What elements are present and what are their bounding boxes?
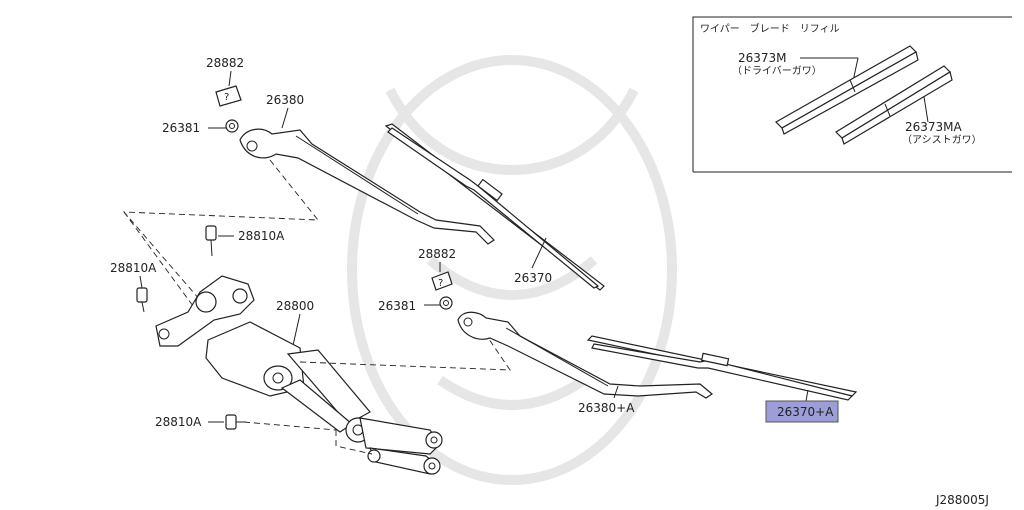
refill-driver-note: （ドライバーガワ） — [732, 65, 822, 77]
motor-linkage-label: 28800 — [276, 299, 314, 313]
wiper-blade-assist — [586, 335, 858, 401]
cap-lower: 28882 ? — [418, 247, 456, 291]
cap-lower-label: 28882 — [418, 247, 456, 261]
blade-assist-highlight — [765, 400, 839, 423]
nut-upper-label: 26381 — [162, 121, 200, 135]
refill-title: ワイパー ブレード リフィル — [700, 22, 840, 35]
reference-lines-lower — [243, 325, 511, 455]
bolt-left-label: 28810A — [110, 261, 157, 275]
wiper-blade-driver: 26370 — [384, 123, 605, 291]
reference-lines-upper — [122, 159, 319, 311]
blade-assist-label: 26370+A — [777, 405, 834, 419]
bolt-lower-label: 28810A — [155, 415, 202, 429]
diagram-code: J288005J — [935, 493, 989, 507]
refill-strip-assist — [835, 65, 953, 145]
bolt-upper: 28810A — [205, 225, 285, 257]
refill-inset-box: ワイパー ブレード リフィル 26373M （ドライバーガワ） 26373MA … — [692, 16, 1012, 173]
nut-lower-label: 26381 — [378, 299, 416, 313]
cap-upper-label: 28882 — [206, 56, 244, 70]
bolt-upper-label: 28810A — [238, 229, 285, 243]
blade-driver-label: 26370 — [514, 271, 552, 285]
bolt-left: 28810A — [110, 261, 157, 313]
watermark-emblem — [347, 55, 677, 485]
nut-lower: 26381 — [378, 296, 453, 313]
svg-text:?: ? — [224, 92, 229, 103]
svg-text:?: ? — [438, 278, 443, 289]
arm-assist-label: 26380+A — [578, 401, 635, 415]
refill-driver-part-label: 26373M — [738, 51, 787, 65]
bolt-lower: 28810A — [155, 414, 246, 430]
refill-strip-driver — [775, 45, 919, 135]
wiper-motor-linkage: 28800 — [155, 275, 443, 475]
blade-assist-callout[interactable]: 26370+A — [765, 389, 839, 423]
wiper-arm-assist: 26380+A — [457, 311, 714, 415]
cap-upper: 28882 ? — [206, 56, 244, 107]
refill-assist-part-label: 26373MA — [905, 120, 963, 134]
arm-driver-label: 26380 — [266, 93, 304, 107]
wiper-arm-driver: 26380 — [239, 93, 495, 245]
nut-upper: 26381 — [162, 119, 239, 135]
refill-assist-note: （アシストガワ） — [902, 134, 982, 146]
